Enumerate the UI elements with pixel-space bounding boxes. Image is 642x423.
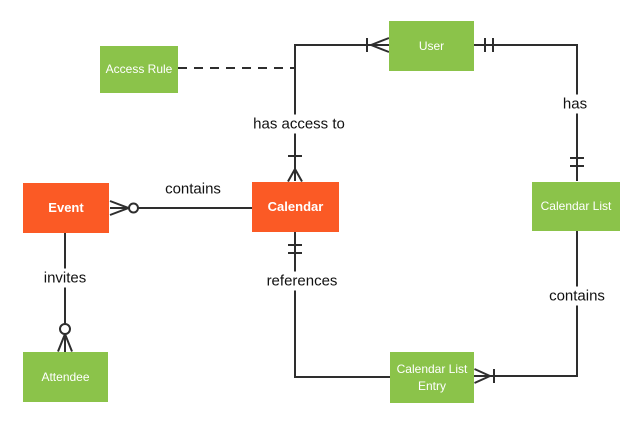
double-tick-icon (288, 244, 302, 254)
zero-ring-icon (59, 323, 71, 335)
edge-line (294, 232, 390, 378)
edge-has-access-to (287, 37, 390, 182)
entity-calendar-list[interactable]: Calendar List (532, 182, 620, 231)
crow-foot-icon (474, 368, 491, 384)
edge-contains-list-entry (474, 231, 578, 384)
edge-label-contains-event-calendar: contains (161, 179, 225, 199)
entity-label: Calendar List Entry (396, 362, 468, 393)
entity-label: Access Rule (105, 62, 173, 77)
edge-label-has: has (558, 94, 592, 114)
edge-line (474, 231, 578, 377)
entity-calendar-list-entry[interactable]: Calendar List Entry (390, 352, 474, 403)
entity-access-rule[interactable]: Access Rule (100, 46, 178, 93)
entity-label: Event (48, 200, 84, 216)
zero-ring-icon (128, 202, 139, 214)
edge-contains-event-calendar (109, 200, 252, 216)
entity-user[interactable]: User (389, 21, 474, 71)
edge-references (288, 232, 390, 378)
crow-foot-icon (109, 200, 129, 216)
entity-attendee[interactable]: Attendee (23, 352, 108, 402)
edge-label-has-access-to: has access to (249, 114, 349, 134)
crow-foot-icon (370, 37, 390, 53)
entity-calendar[interactable]: Calendar (252, 182, 339, 232)
edge-label-references: references (262, 271, 342, 291)
edge-line (474, 44, 578, 181)
edge-label-contains-list-entry: contains (545, 286, 609, 306)
entity-label: Attendee (41, 369, 90, 384)
entity-event[interactable]: Event (23, 183, 109, 233)
crow-foot-icon (287, 168, 303, 182)
edge-line (294, 44, 389, 181)
double-tick-icon (484, 38, 494, 52)
edge-label-invites: invites (39, 268, 91, 288)
edge-has (474, 38, 584, 181)
entity-label: User (418, 38, 445, 53)
entity-label: Calendar (267, 199, 324, 215)
double-tick-icon (570, 157, 584, 167)
edge-invites (57, 233, 73, 352)
crow-foot-icon (57, 333, 73, 352)
entity-label: Calendar List (540, 199, 612, 214)
